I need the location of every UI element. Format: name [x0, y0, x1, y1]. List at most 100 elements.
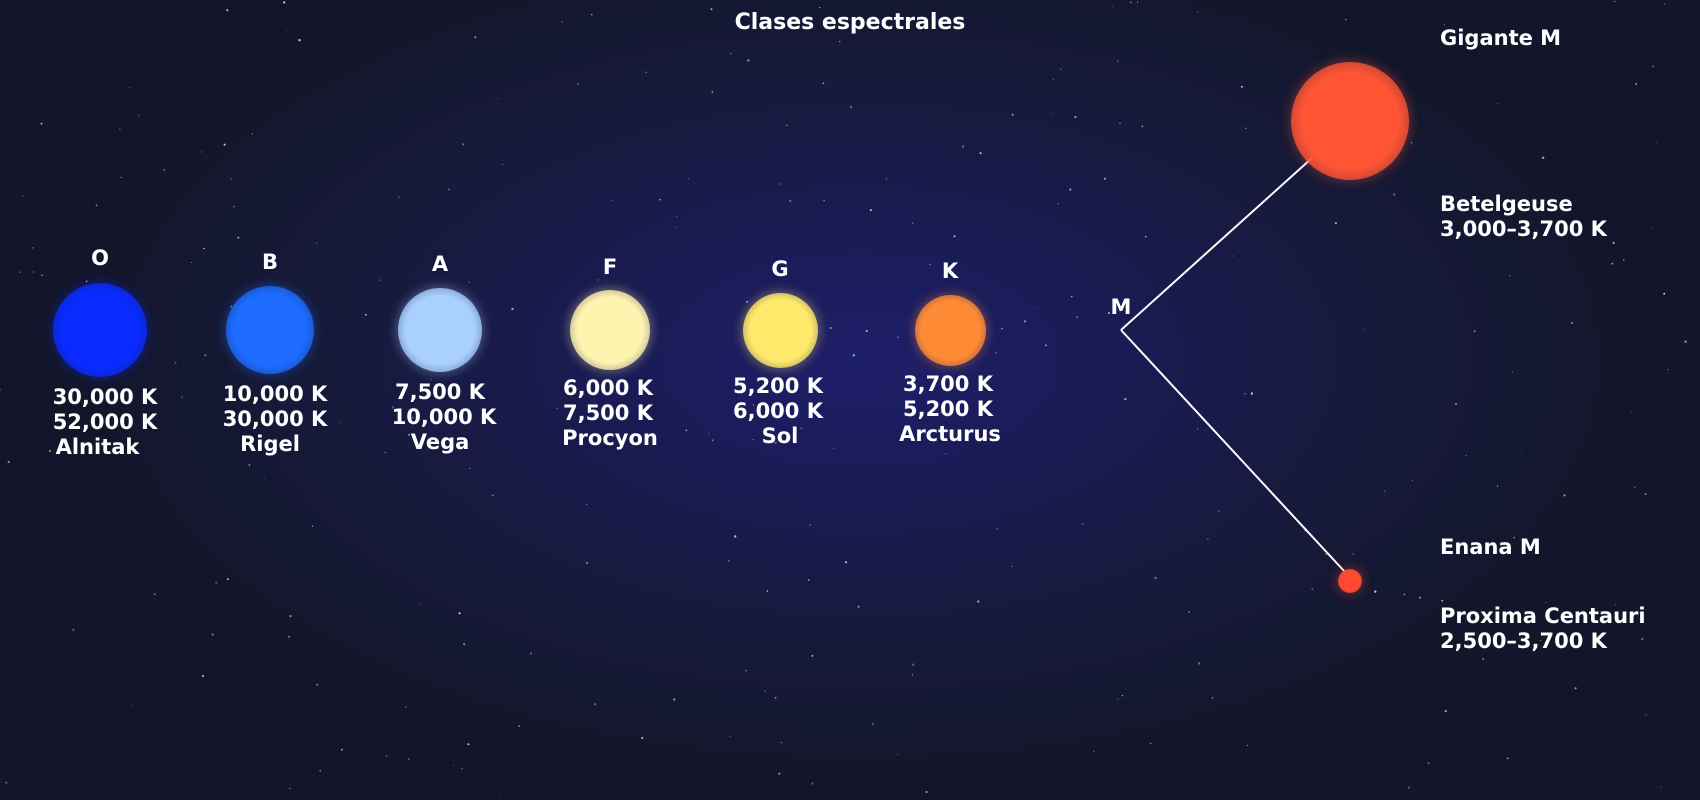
- background-star-dot: [727, 559, 731, 562]
- class-f-star: [570, 290, 650, 370]
- background-star-dot: [823, 199, 825, 202]
- class-k-temp-high: 5,200 K: [902, 397, 993, 421]
- background-star-dot: [839, 40, 841, 43]
- background-star-dot: [1207, 538, 1209, 540]
- background-star-dot: [1119, 122, 1121, 125]
- background-star-dot: [1611, 262, 1614, 265]
- background-star-dot: [897, 753, 899, 756]
- background-star-dot: [511, 307, 514, 311]
- background-star-dot: [586, 562, 588, 564]
- background-star-dot: [130, 704, 132, 706]
- background-star-dot: [785, 124, 788, 127]
- background-star-dot: [1107, 312, 1110, 315]
- background-star-dot: [1117, 698, 1119, 700]
- background-star-dot: [32, 271, 34, 273]
- background-star-dot: [95, 204, 98, 207]
- background-star-dot: [138, 114, 140, 116]
- background-star-dot: [398, 196, 400, 198]
- background-star-dot: [811, 782, 814, 785]
- class-b-temp-low: 10,000 K: [222, 382, 328, 406]
- background-star-dot: [1513, 536, 1515, 539]
- m-giant-example: Betelgeuse: [1440, 192, 1573, 216]
- background-star-dot: [1443, 24, 1445, 26]
- background-star-dot: [1311, 588, 1314, 591]
- background-star-dot: [1482, 658, 1484, 660]
- background-star-dot: [0, 388, 2, 391]
- background-star-dot: [734, 535, 737, 538]
- background-star-dot: [1036, 306, 1038, 308]
- class-m-letter: M: [1110, 295, 1132, 319]
- background-star-dot: [1325, 553, 1327, 556]
- class-k-letter: K: [941, 259, 959, 283]
- class-o-temp-low: 30,000 K: [52, 385, 158, 409]
- background-star-dot: [1630, 411, 1632, 413]
- background-star-dot: [911, 674, 914, 676]
- background-star-dot: [685, 429, 688, 432]
- background-star-dot: [391, 406, 395, 409]
- background-star-dot: [1076, 316, 1079, 319]
- background-star-dot: [467, 743, 470, 746]
- background-star-dot: [774, 696, 777, 699]
- background-star-dot: [1684, 340, 1687, 343]
- background-star-dot: [7, 460, 10, 464]
- background-star-dot: [1245, 127, 1247, 129]
- background-star-dot: [911, 222, 914, 224]
- background-star-dot: [819, 6, 821, 9]
- background-star-dot: [232, 205, 235, 208]
- background-star-dot: [710, 8, 713, 11]
- background-star-dot: [1441, 599, 1444, 602]
- background-star-dot: [941, 18, 944, 21]
- background-star-dot: [953, 235, 956, 238]
- background-star-dot: [316, 242, 318, 244]
- background-star-dot: [419, 603, 421, 605]
- background-star-dot: [1352, 553, 1354, 555]
- diagram-title: Clases espectrales: [734, 10, 966, 35]
- background-star-dot: [849, 105, 853, 109]
- background-star-dot: [711, 91, 714, 93]
- background-star-dot: [809, 524, 812, 526]
- background-star-dot: [675, 215, 678, 218]
- background-star-dot: [311, 525, 314, 527]
- background-star-dot: [128, 86, 131, 89]
- background-star-dot: [687, 177, 690, 180]
- background-star-dot: [1374, 590, 1377, 593]
- background-star-dot: [800, 427, 803, 430]
- background-star-dot: [174, 361, 177, 364]
- background-star-dot: [996, 527, 998, 530]
- background-star-dot: [1231, 255, 1233, 257]
- background-star-dot: [18, 271, 21, 274]
- background-star-dot: [119, 128, 121, 130]
- background-star-dot: [1545, 602, 1547, 604]
- background-star-dot: [1060, 68, 1062, 70]
- background-star-dot: [929, 263, 931, 265]
- background-star-dot: [420, 385, 423, 387]
- class-b-example: Rigel: [240, 432, 300, 456]
- background-star-dot: [1154, 576, 1157, 580]
- background-star-dot: [452, 764, 454, 766]
- background-star-dot: [283, 1, 286, 4]
- background-star-dot: [1652, 227, 1654, 229]
- background-star-dot: [869, 208, 872, 212]
- m-dwarf-star: [1338, 569, 1362, 593]
- background-star-dot: [1496, 102, 1499, 104]
- background-star-dot: [1635, 83, 1638, 85]
- background-star-dot: [979, 152, 982, 155]
- class-g-letter: G: [771, 257, 789, 281]
- background-star-dot: [384, 451, 387, 454]
- background-star-dot: [945, 453, 947, 455]
- background-star-dot: [1246, 744, 1248, 746]
- background-star-dot: [1444, 710, 1447, 713]
- background-star-dot: [40, 122, 43, 125]
- background-star-dot: [745, 669, 747, 672]
- background-star-dot: [263, 478, 265, 480]
- background-star-dot: [203, 247, 205, 250]
- class-b-temp-high: 30,000 K: [222, 407, 328, 431]
- background-star-dot: [774, 441, 777, 444]
- background-star-dot: [1052, 79, 1054, 81]
- class-b-star: [226, 286, 314, 374]
- background-star-dot: [1116, 60, 1119, 63]
- class-g-star: [743, 293, 818, 368]
- background-star-dot: [1011, 113, 1014, 116]
- background-star-dot: [191, 261, 193, 264]
